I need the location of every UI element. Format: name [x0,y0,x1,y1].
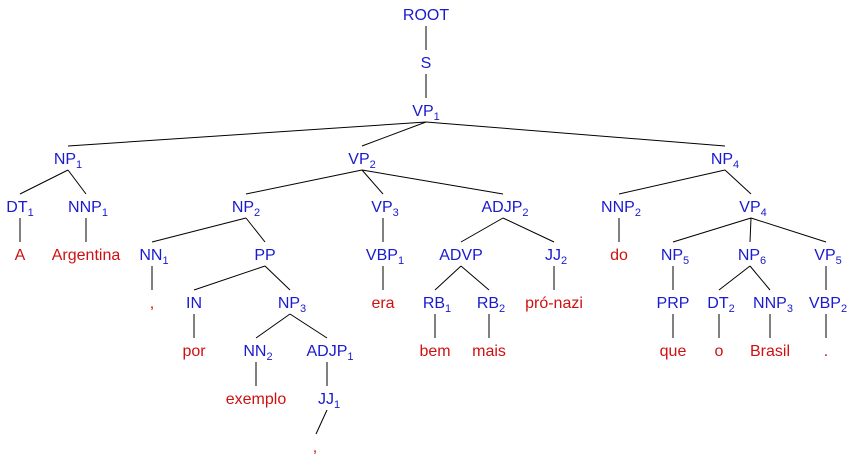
node-np3: NP3 [278,295,306,315]
node-vp5: VP5 [814,247,841,267]
edge-np1-dt1 [19,169,69,195]
edge-pp-np3 [264,265,291,291]
leaf-o: o [715,343,724,360]
edge-vp4-np5 [672,217,752,243]
edge-np6-nnp3 [749,265,771,291]
leaf-exemplo: exemplo [226,391,287,408]
node-adjp2: ADJP2 [481,199,528,219]
node-adjp1: ADJP1 [306,343,353,363]
node-nn1: NN1 [139,247,168,267]
edge-vp2-np2 [245,169,363,195]
node-np1: NP1 [54,151,82,171]
edge-pp-in [193,265,266,291]
node-vp4: VP4 [739,199,766,219]
edge-adjp2-advp [460,217,504,243]
edge-vp1-vp2 [361,121,427,147]
edge-np2-nn1 [151,217,247,243]
node-vp2: VP2 [348,151,375,171]
leaf-por: por [182,343,206,360]
tree-nodes: ROOT S VP1 NP1 VP2 NP4 DT1 NNP1 NP2 VP3 … [6,7,847,456]
edge-np2-pp [245,217,266,243]
node-dt2: DT2 [707,295,734,315]
node-vbp1: VBP1 [366,247,404,267]
node-vp1: VP1 [412,103,439,123]
edge-adjp2-jj2 [502,217,555,243]
node-nnp1: NNP1 [68,199,108,219]
edge-vp1-np4 [425,121,726,147]
edge-np4-nnp2 [618,169,726,195]
tree-edges [19,26,827,435]
leaf-do: do [610,247,628,264]
node-pp: PP [254,247,275,264]
leaf-era: era [371,295,394,312]
node-np4: NP4 [711,151,739,171]
node-prp: PRP [657,295,690,312]
leaf-a: A [15,247,26,264]
edge-np3-nn2 [255,313,291,339]
edge-vp2-adjp2 [361,169,504,195]
leaf-pronazi: pró-nazi [525,295,583,312]
node-jj2: JJ2 [545,247,567,267]
leaf-que: que [660,343,687,360]
edge-vp1-np1 [67,121,427,147]
edge-vp2-vp3 [361,169,384,195]
node-nn2: NN2 [243,343,272,363]
node-advp: ADVP [439,247,483,264]
node-nnp3: NNP3 [753,295,793,315]
edge-vp4-np6 [749,217,752,243]
node-rb2: RB2 [477,295,505,315]
node-np6: NP6 [738,247,766,267]
node-np5: NP5 [661,247,689,267]
leaf-comma2: , [313,439,317,456]
edge-np1-nnp1 [67,169,87,195]
node-rb1: RB1 [423,295,451,315]
edge-np4-vp4 [724,169,752,195]
node-dt1: DT1 [6,199,33,219]
node-np2: NP2 [232,199,260,219]
node-jj1: JJ1 [318,391,340,411]
leaf-bem: bem [419,343,450,360]
node-vbp2: VBP2 [809,295,847,315]
leaf-comma: , [150,295,154,312]
node-vp3: VP3 [371,199,398,219]
node-in: IN [186,295,202,312]
edge-advp-rb2 [460,265,490,291]
edge-vp4-vp5 [750,217,827,243]
leaf-mais: mais [472,343,506,360]
node-root: ROOT [403,7,449,24]
leaf-period: . [824,343,828,360]
node-s: S [421,55,432,72]
edge-advp-rb1 [434,265,462,291]
edge-np3-adjp1 [289,313,328,339]
node-nnp2: NNP2 [601,199,641,219]
leaf-argentina: Argentina [52,247,121,264]
leaf-brasil: Brasil [750,343,790,360]
edge-jj1-comma2 [315,409,328,435]
edge-np6-dt2 [718,265,751,291]
